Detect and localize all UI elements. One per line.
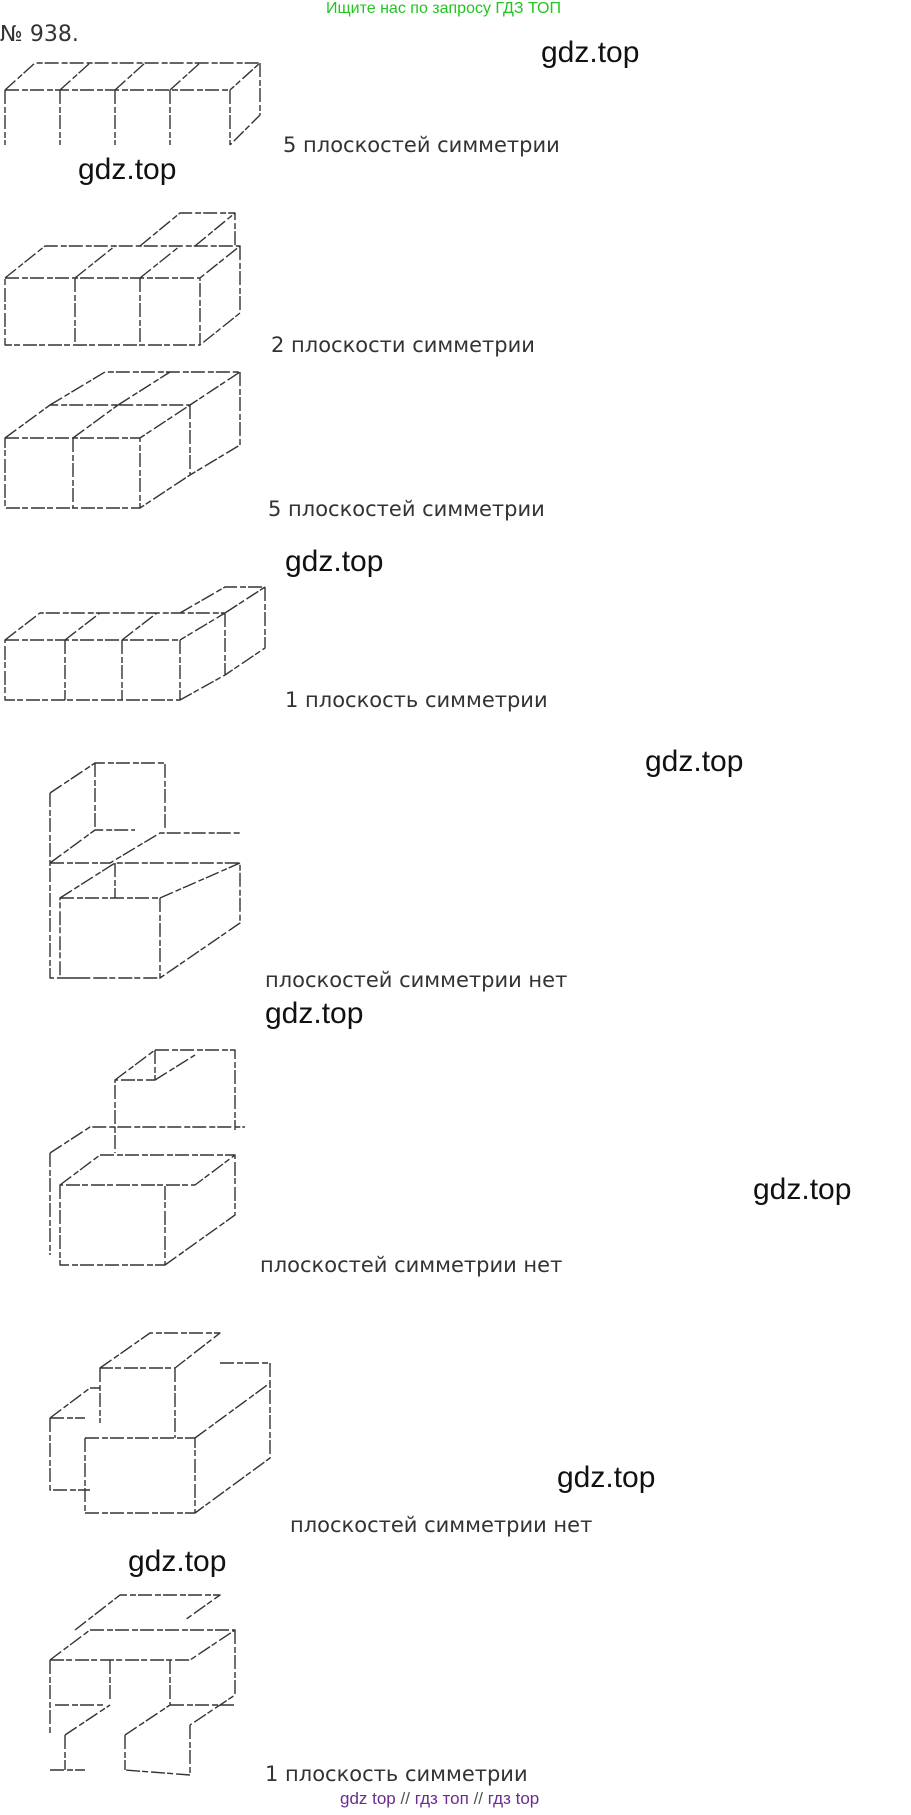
figure-7-drawing	[49, 1332, 271, 1514]
watermark: gdz.top	[645, 745, 744, 778]
search-banner[interactable]: Ищите нас по запросу ГДЗ ТОП	[326, 0, 561, 17]
figure-1-caption: 5 плоскостей симметрии	[283, 133, 560, 157]
figure-6-caption: плоскостей симметрии нет	[260, 1253, 563, 1277]
figure-2-caption: 2 плоскости симметрии	[271, 333, 535, 357]
footer-link-gdz-top[interactable]: gdz top	[340, 1789, 396, 1808]
watermark: gdz.top	[285, 545, 384, 578]
footer-separator: //	[473, 1789, 484, 1808]
figure-5-caption: плоскостей симметрии нет	[265, 968, 568, 992]
figure-3-drawing	[4, 371, 241, 509]
watermark: gdz.top	[265, 997, 364, 1030]
figure-4-caption: 1 плоскость симметрии	[285, 688, 548, 712]
watermark: gdz.top	[78, 153, 177, 186]
task-number: № 938.	[0, 22, 79, 47]
watermark: gdz.top	[541, 36, 640, 69]
figure-8-drawing	[49, 1594, 236, 1776]
figure-4-drawing	[4, 586, 266, 701]
figure-7-caption: плоскостей симметрии нет	[290, 1513, 593, 1537]
footer-separator: //	[400, 1789, 410, 1808]
figure-2-drawing	[4, 212, 241, 346]
figure-8-caption: 1 плоскость симметрии	[265, 1762, 528, 1786]
footer-link-gdz-top-ru[interactable]: гдз топ	[414, 1789, 469, 1808]
watermark: gdz.top	[753, 1173, 852, 1206]
watermark: gdz.top	[557, 1461, 656, 1494]
watermark: gdz.top	[128, 1545, 227, 1578]
figure-6-drawing	[49, 1049, 245, 1266]
figure-5-drawing	[49, 762, 241, 979]
figure-3-caption: 5 плоскостей симметрии	[268, 497, 545, 521]
footer-links: gdz top // гдз топ // гдз top	[340, 1789, 539, 1809]
footer-link-gdz-top-mixed[interactable]: гдз top	[487, 1789, 540, 1808]
figure-1-drawing	[4, 62, 261, 146]
